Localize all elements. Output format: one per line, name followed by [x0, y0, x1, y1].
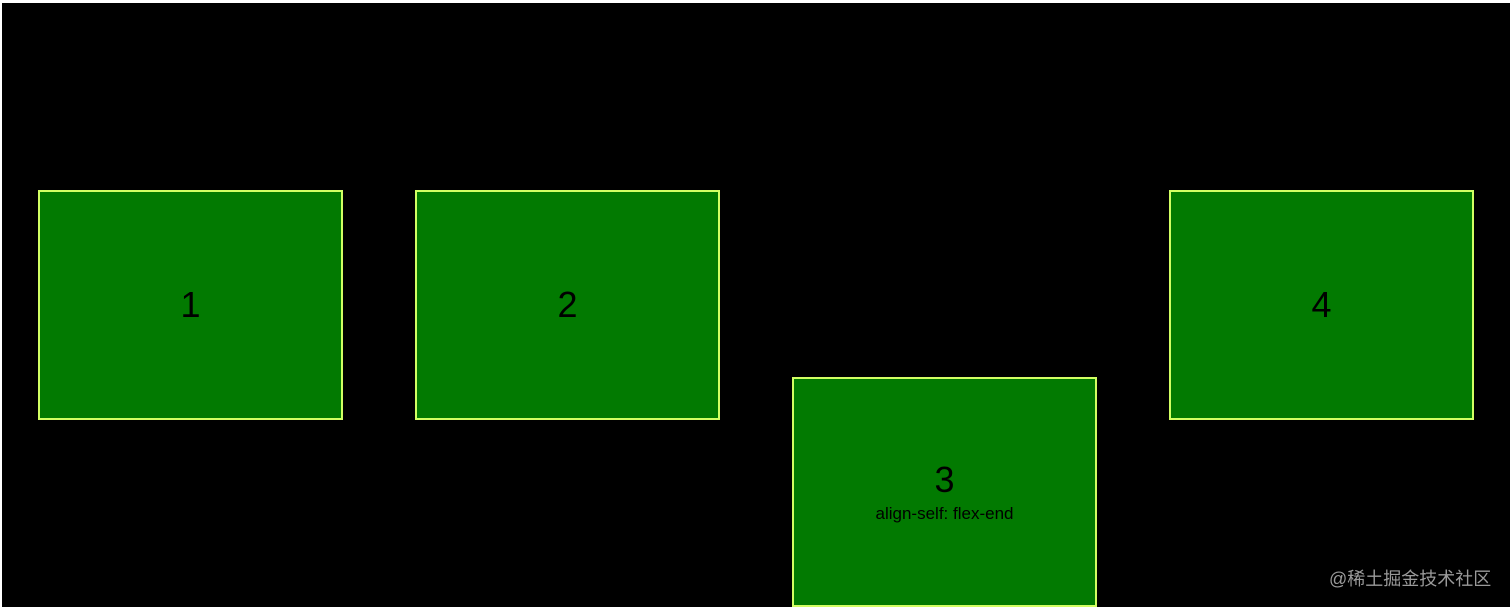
item-number: 3	[934, 459, 955, 500]
flex-item-1: 1	[38, 190, 343, 420]
item-number: 4	[1311, 284, 1332, 325]
flex-item-3: 3 align-self: flex-end	[792, 377, 1097, 607]
item-note: align-self: flex-end	[875, 504, 1014, 523]
item-number: 2	[557, 284, 578, 325]
flex-item-4: 4	[1169, 190, 1474, 420]
item-number: 1	[180, 284, 201, 325]
flex-container: 1 2 3 align-self: flex-end 4 @稀土掘金技术社区	[2, 3, 1510, 607]
watermark: @稀土掘金技术社区	[1329, 569, 1492, 589]
flex-item-2: 2	[415, 190, 720, 420]
